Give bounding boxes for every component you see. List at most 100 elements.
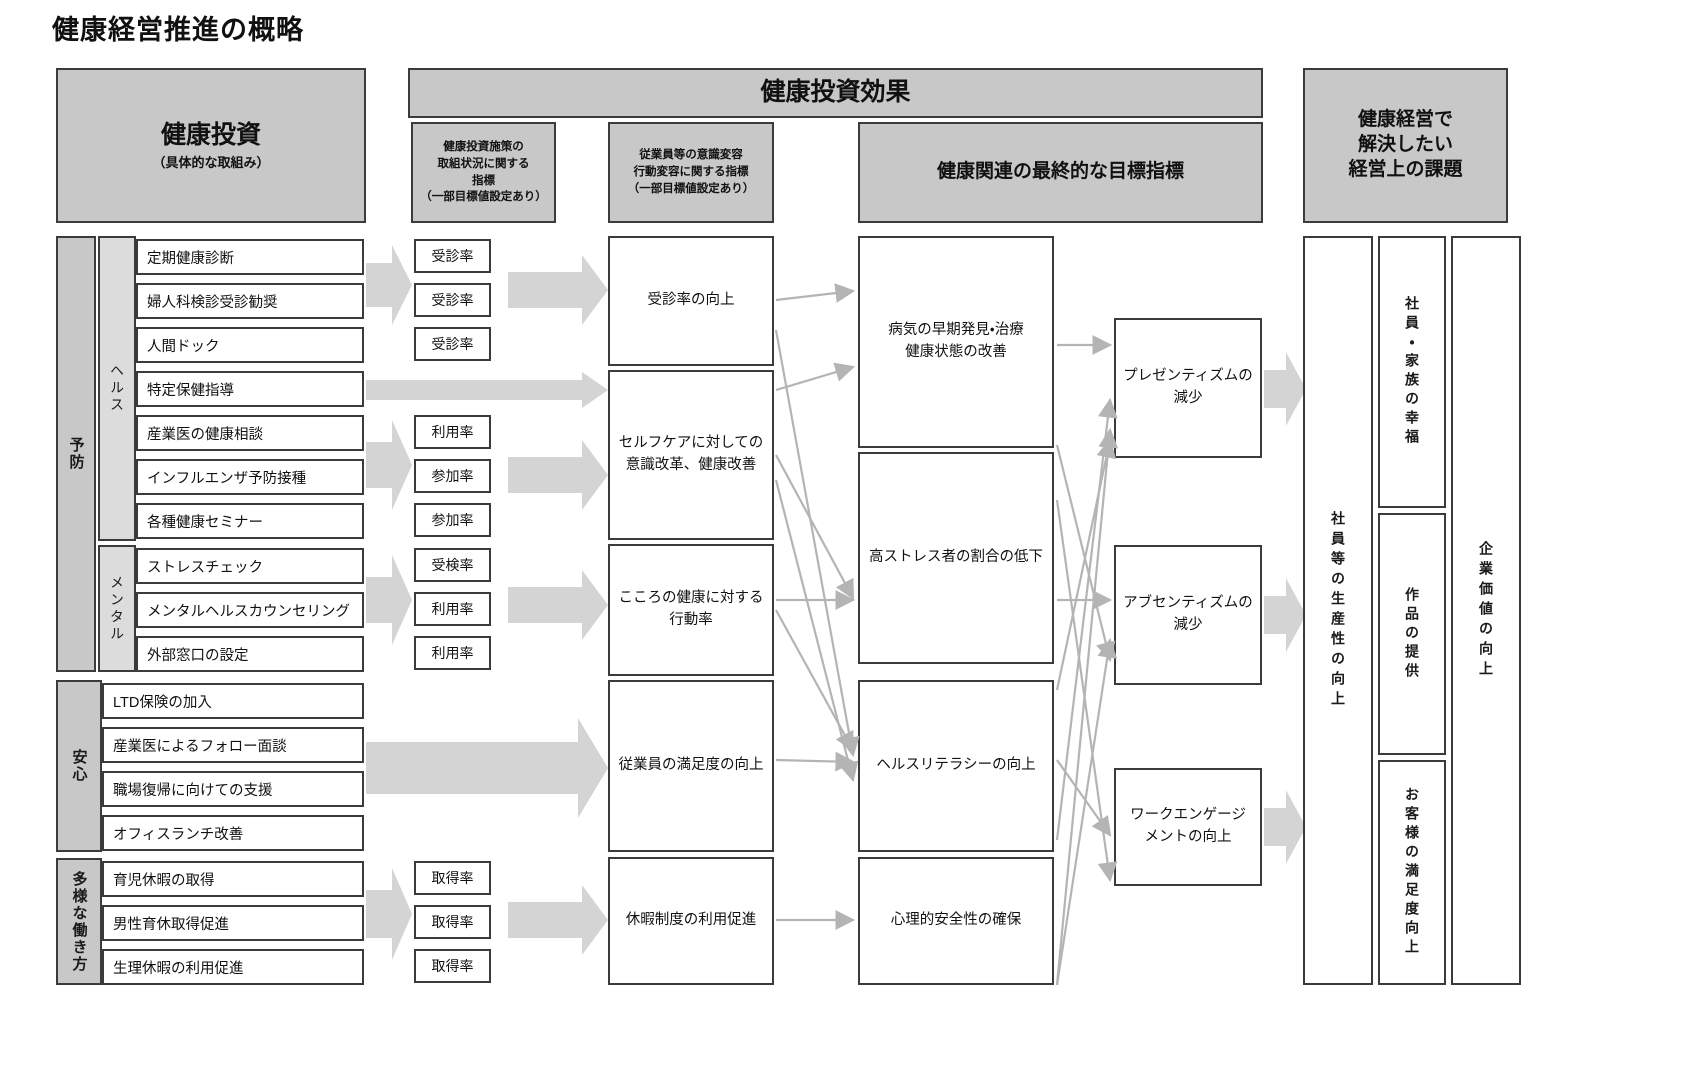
item-return-to-work-support[interactable]: 職場復帰に向けての支援 [102,771,364,807]
header-health-investment-main: 健康投資 [160,121,261,150]
header-health-investment: 健康投資 （具体的な取組み） [56,68,366,223]
kpi-box-4: 利用率 [414,415,491,449]
item-label: オフィスランチ改善 [113,826,244,843]
item-influenza-vaccination[interactable]: インフルエンザ予防接種 [136,459,364,495]
behavior-line: こころの健康に対する [618,590,764,607]
kpi-box-1: 受診率 [414,239,491,273]
item-label: ストレスチェック [147,559,263,576]
item-label: メンタルヘルスカウンセリング [147,603,350,620]
behavior-box-selfcare: セルフケアに対しての 意識改革、健康改善 [608,370,774,540]
item-health-seminars[interactable]: 各種健康セミナー [136,503,364,539]
issue-stack-label: 社員・家族の幸福 [1404,296,1420,448]
item-label: 産業医の健康相談 [147,426,263,443]
kpi-label: 受診率 [431,248,474,264]
header-behavior-column: 従業員等の意識変容 行動変容に関する指標 （一部目標値設定あり） [608,122,774,223]
fat-arrow-specific-guidance-to-behavior [366,372,608,408]
header-behavior-line-3: （一部目標値設定あり） [627,182,755,195]
item-physician-followup[interactable]: 産業医によるフォロー面談 [102,727,364,763]
item-full-medical-checkup[interactable]: 人間ドック [136,327,364,363]
item-occupational-physician-consult[interactable]: 産業医の健康相談 [136,415,364,451]
kpi-box-10: 取得率 [414,861,491,895]
item-childcare-leave[interactable]: 育児休暇の取得 [102,861,364,897]
behavior-line: セルフケアに対しての [618,435,764,452]
item-menstrual-leave[interactable]: 生理休暇の利用促進 [102,949,364,985]
issue-corporate-label: 企業価値の向上 [1478,540,1494,681]
issue-box-product-delivery: 作品の提供 [1378,513,1446,755]
item-gynecology-screening[interactable]: 婦人科検診受診勧奨 [136,283,364,319]
header-health-investment-effect: 健康投資効果 [408,68,1263,118]
item-label: 外部窓口の設定 [147,647,249,664]
header-kpi-line-2: 取組状況に関する [437,157,530,170]
item-ltd-insurance[interactable]: LTD保険の加入 [102,683,364,719]
impact-line: メントの向上 [1144,829,1232,845]
item-label: 職場復帰に向けての支援 [113,782,273,799]
kpi-label: 利用率 [431,645,474,661]
issue-box-customer-satisfaction: お客様の満足度向上 [1378,760,1446,985]
kpi-box-12: 取得率 [414,949,491,983]
item-mental-health-counseling[interactable]: メンタルヘルスカウンセリング [136,592,364,628]
issue-productivity-label: 社員等の生産性の向上 [1330,510,1346,711]
behavior-line: 意識改革、健康改善 [625,457,757,473]
category-diverse-work: 多様な働き方 [56,858,102,985]
issue-stack-label: 作品の提供 [1404,586,1420,682]
outcome-line: ヘルスリテラシーの向上 [876,757,1036,774]
page-title: 健康経営推進の概略 [52,15,304,45]
kpi-box-6: 参加率 [414,503,491,537]
item-stress-check[interactable]: ストレスチェック [136,548,364,584]
fat-arrow-absenteeism-to-issues [1264,578,1306,652]
impact-box-presenteeism: プレゼンティズムの 減少 [1114,318,1262,458]
header-issues-line-2: 解決したい [1357,134,1453,156]
header-issues-line-3: 経営上の課題 [1348,158,1463,180]
header-health-investment-sub: （具体的な取組み） [152,154,270,170]
fat-arrow-security-to-behavior [366,718,608,818]
kpi-label: 取得率 [431,870,474,886]
fat-arrow-kpi-to-behavior-3 [508,570,608,640]
header-kpi-line-4: （一部目標値設定あり） [420,191,547,204]
subcategory-health: ヘルス [98,236,136,541]
issue-stack-label: お客様の満足度向上 [1404,787,1420,958]
item-specific-health-guidance[interactable]: 特定保健指導 [136,371,364,407]
header-management-issues: 健康経営で 解決したい 経営上の課題 [1303,68,1508,223]
impact-line: 減少 [1173,390,1203,406]
kpi-box-5: 参加率 [414,459,491,493]
item-regular-checkup[interactable]: 定期健康診断 [136,239,364,275]
kpi-box-8: 利用率 [414,592,491,626]
header-final-goal-label: 健康関連の最終的な目標指標 [936,161,1184,183]
subcategory-health-label: ヘルス [109,363,125,414]
category-prevention-label: 予防 [67,437,85,471]
kpi-box-2: 受診率 [414,283,491,317]
category-security: 安心 [56,680,102,852]
behavior-box-mental-action: こころの健康に対する 行動率 [608,544,774,676]
fat-arrow-kpi-to-behavior-2 [508,440,608,510]
item-label: 人間ドック [147,338,220,355]
behavior-box-leave-usage: 休暇制度の利用促進 [608,857,774,985]
subcategory-mental: メンタル [98,545,136,672]
impact-line: ワークエンゲージ [1130,807,1246,824]
behavior-line: 従業員の満足度の向上 [618,757,764,774]
behavior-line: 休暇制度の利用促進 [625,912,757,929]
item-label: 特定保健指導 [147,382,234,399]
issue-box-employee-family-happiness: 社員・家族の幸福 [1378,236,1446,508]
fat-arrow-diverse-to-kpi [366,868,412,960]
header-behavior-line-1: 従業員等の意識変容 [639,149,743,162]
outcome-box-high-stress-reduction: 高ストレス者の割合の低下 [858,452,1054,664]
fat-arrow-engagement-to-issues [1264,790,1306,864]
behavior-line: 行動率 [669,612,713,628]
header-behavior-line-2: 行動変容に関する指標 [633,166,749,179]
impact-line: 減少 [1173,617,1203,633]
outcome-line: 高ストレス者の割合の低下 [869,549,1043,566]
kpi-label: 取得率 [431,958,474,974]
item-label: 婦人科検診受診勧奨 [147,294,278,311]
kpi-box-7: 受検率 [414,548,491,582]
fat-arrow-health-to-kpi-1 [366,245,412,325]
item-office-lunch-improvement[interactable]: オフィスランチ改善 [102,815,364,851]
behavior-box-checkup-rate: 受診率の向上 [608,236,774,366]
kpi-label: 参加率 [431,468,474,484]
header-effect-label: 健康投資効果 [760,78,911,107]
item-external-helpdesk[interactable]: 外部窓口の設定 [136,636,364,672]
subcategory-mental-label: メンタル [109,574,125,643]
kpi-label: 利用率 [431,424,474,440]
item-label: 育児休暇の取得 [113,872,215,889]
kpi-label: 受診率 [431,336,474,352]
item-male-childcare-leave[interactable]: 男性育休取得促進 [102,905,364,941]
